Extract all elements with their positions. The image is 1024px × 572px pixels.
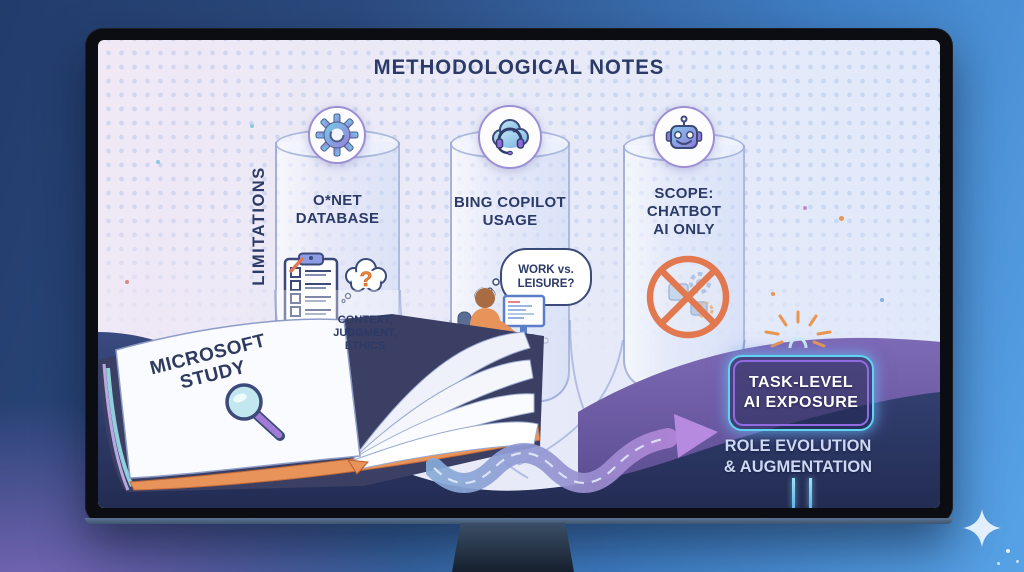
task-level-ai-exposure-badge: TASK-LEVEL AI EXPOSURE <box>728 355 874 431</box>
open-book-illustration <box>98 314 544 492</box>
cloud-headset-icon <box>492 119 529 156</box>
magnifier-icon <box>225 383 285 441</box>
outcome-label: ROLE EVOLUTION & AUGMENTATION <box>723 437 873 476</box>
no-robots-prohibition-icon <box>646 255 730 339</box>
column-copilot-label: BING COPILOT USAGE <box>454 194 566 229</box>
checklist-clipboard-icon <box>283 252 339 325</box>
work-vs-leisure-thought-bubble: WORK vs. LEISURE? <box>500 248 592 306</box>
lamp-rays-icon <box>764 310 832 349</box>
column-onet-caption: CONTEXT, JUDGMENT, ETHICS <box>333 314 397 352</box>
neon-stand-line <box>809 478 812 508</box>
robot-icon-circle <box>653 106 715 168</box>
gear-icon <box>315 113 359 157</box>
cloud-headset-icon-circle <box>478 105 542 169</box>
gear-icon-circle <box>308 106 366 164</box>
monitor: METHODOLOGICAL NOTES LIMITATIONS <box>85 28 953 524</box>
infographic-title: METHODOLOGICAL NOTES <box>373 56 665 79</box>
column-onet-label: O*NET DATABASE <box>295 192 380 227</box>
winding-road-arrow <box>426 414 718 493</box>
question-thought-cloud-icon: ? <box>341 258 387 304</box>
neon-stand-line <box>792 478 795 508</box>
accent-dot <box>771 292 775 296</box>
monitor-stand <box>452 523 574 572</box>
accent-dot <box>156 160 160 164</box>
question-mark: ? <box>360 268 373 291</box>
monitor-bottom-edge <box>85 518 953 524</box>
badge-label: TASK-LEVEL AI EXPOSURE <box>743 374 859 411</box>
accent-dot <box>125 280 129 284</box>
screen-infographic: METHODOLOGICAL NOTES LIMITATIONS <box>98 40 940 508</box>
accent-dot <box>880 298 884 302</box>
accent-dot <box>839 216 844 221</box>
robot-icon <box>665 115 703 149</box>
accent-dot <box>803 206 807 210</box>
sparkle-icon <box>963 509 1001 547</box>
column-scope-label: SCOPE: CHATBOT AI ONLY <box>646 185 722 238</box>
accent-dot <box>1016 560 1019 563</box>
accent-dot <box>997 562 1000 565</box>
accent-dot <box>250 124 254 128</box>
accent-dot <box>1006 549 1010 553</box>
